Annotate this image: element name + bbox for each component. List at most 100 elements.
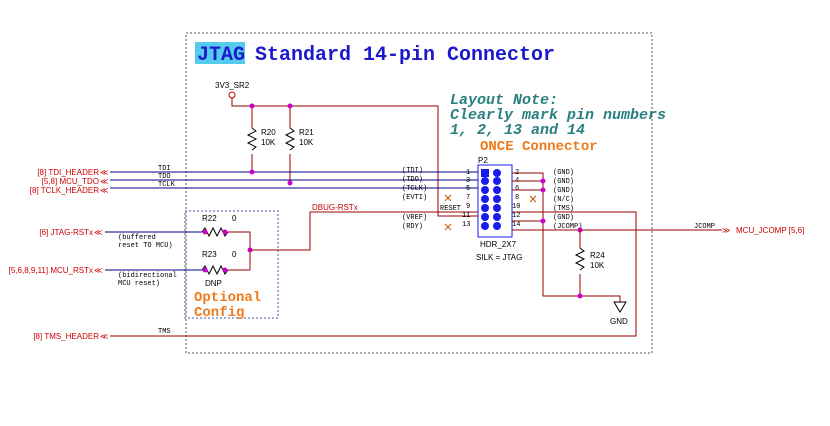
svg-text:[8] TCLK_HEADER: [8] TCLK_HEADER [30, 186, 99, 195]
port-arrow-icon: ≫ [722, 226, 730, 235]
pin-number: 9 [466, 203, 470, 211]
title-highlight-box [195, 42, 245, 64]
svg-text:[5,6,8,9,11] MCU_RSTx: [5,6,8,9,11] MCU_RSTx [9, 266, 93, 275]
pin-number: 6 [515, 185, 519, 193]
junction-dot [249, 169, 255, 175]
r20-value: 10K [261, 138, 276, 147]
net-label-tms: TMS [158, 328, 171, 336]
junction-dot [287, 103, 293, 109]
svg-text:[8] TMS_HEADER: [8] TMS_HEADER [33, 332, 99, 341]
r23-value: 0 [232, 250, 237, 259]
tms-wire [110, 211, 637, 337]
pin-1-square-icon [481, 169, 489, 177]
port-mcu-jcomp[interactable]: ≫ MCU_JCOMP [5,6] [722, 226, 804, 235]
pin-number: 13 [462, 221, 470, 229]
gnd-label: GND [610, 317, 628, 326]
layout-note-line1: Layout Note: [450, 92, 558, 109]
once-connector-label: ONCE Connector [480, 139, 598, 155]
connector-ref: P2 [478, 156, 488, 165]
junction-dot [540, 218, 546, 224]
r21-value: 10K [299, 138, 314, 147]
port-tclk-header[interactable]: [8] TCLK_HEADER ≪ [30, 186, 109, 195]
pin-signal: (TMS) [553, 205, 574, 213]
annotation-bidir-1: (bidirectional [118, 272, 177, 280]
port-tms-header[interactable]: [8] TMS_HEADER ≪ [33, 332, 108, 341]
pin-number: 14 [512, 221, 520, 229]
r23-resistor-icon [201, 264, 229, 276]
net-label-tclk: TCLK [158, 181, 176, 189]
svg-text:[6] JTAG-RSTx: [6] JTAG-RSTx [39, 228, 93, 237]
connector-body [477, 164, 513, 238]
optional-label-line1: Optional [194, 290, 261, 306]
r21-ref: R21 [299, 128, 314, 137]
power-symbol-icon [228, 91, 236, 99]
port-mcu-rstx[interactable]: [5,6,8,9,11] MCU_RSTx ≪ [9, 266, 103, 275]
pin-signal: RESET [440, 205, 461, 213]
pin-number: 8 [515, 194, 519, 202]
pin-signal: (RDY) [402, 223, 423, 231]
title-highlight: JTAG [197, 44, 245, 67]
net-label-tdo: TDO [158, 173, 171, 181]
dbug-rst-wire [250, 211, 478, 251]
pin-number: 1 [466, 169, 470, 177]
junction-dot [222, 267, 228, 273]
port-jtag-rstx[interactable]: [6] JTAG-RSTx ≪ [39, 228, 102, 237]
port-mcu-tdo[interactable]: [5,8] MCU_TDO ≪ [42, 177, 109, 186]
port-arrow-icon: ≪ [94, 228, 102, 237]
r22-out-wire [228, 231, 251, 270]
layout-note-line3: 1, 2, 13 and 14 [450, 122, 585, 139]
optional-label-line2: Config [194, 305, 244, 321]
pin-number: 12 [512, 212, 520, 220]
r20-resistor-icon [246, 127, 258, 151]
port-arrow-icon: ≪ [100, 168, 108, 177]
net-label-dbug: DBUG-RSTx [312, 203, 358, 212]
connector-silk: SILK = JTAG [476, 253, 522, 262]
pin-signal: (GND) [553, 169, 574, 177]
r22-ref: R22 [202, 214, 217, 223]
junction-dot [222, 229, 228, 235]
r21-resistor-icon [284, 127, 296, 151]
port-tdi-header[interactable]: [8] TDI_HEADER ≪ [37, 168, 108, 177]
r22-resistor-icon [201, 226, 229, 238]
junction-dot [540, 187, 546, 193]
pin-number: 3 [466, 177, 470, 185]
pin-number: 11 [462, 212, 470, 220]
pin-signal: (EVTI) [402, 194, 427, 202]
pin-signal: (TDI) [402, 167, 423, 175]
pin-signal: (N/C) [553, 196, 574, 204]
pin-number: 5 [466, 185, 470, 193]
vref-wire [231, 98, 478, 217]
junction-dot [249, 103, 255, 109]
r20-ref: R20 [261, 128, 276, 137]
svg-text:[8] TDI_HEADER: [8] TDI_HEADER [37, 168, 99, 177]
ground-icon [613, 301, 627, 313]
no-connect-icon [444, 194, 537, 231]
annotation-bidir-2: MCU reset) [118, 280, 160, 288]
pin-signal: (GND) [553, 187, 574, 195]
svg-text:[5,8] MCU_TDO: [5,8] MCU_TDO [42, 177, 99, 186]
annotation-buffered-2: reset TO MCU) [118, 242, 173, 250]
port-arrow-icon: ≪ [100, 177, 108, 186]
pin-signal: (TCLK) [402, 185, 427, 193]
junction-dot [577, 293, 583, 299]
sheet-frame [185, 32, 653, 354]
pin-signal: (JCOMP) [553, 223, 582, 231]
pin-signal: (GND) [553, 214, 574, 222]
gnd-bus-wire [512, 172, 621, 302]
net-label-tdi: TDI [158, 165, 171, 173]
port-arrow-icon: ≪ [94, 266, 102, 275]
pin-signal: (TDO) [402, 176, 423, 184]
port-arrow-icon: ≪ [100, 332, 108, 341]
connector-pins [481, 169, 501, 230]
r22-value: 0 [232, 214, 237, 223]
r24-ref: R24 [590, 251, 605, 260]
port-arrow-icon: ≪ [100, 186, 108, 195]
pin-number: 7 [466, 194, 470, 202]
pin-number: 10 [512, 203, 520, 211]
junction-dot [202, 229, 208, 235]
svg-text:MCU_JCOMP [5,6]: MCU_JCOMP [5,6] [736, 226, 804, 235]
junction-dot [287, 180, 293, 186]
r24-value: 10K [590, 261, 605, 270]
pin-signal: (VREF) [402, 214, 427, 222]
